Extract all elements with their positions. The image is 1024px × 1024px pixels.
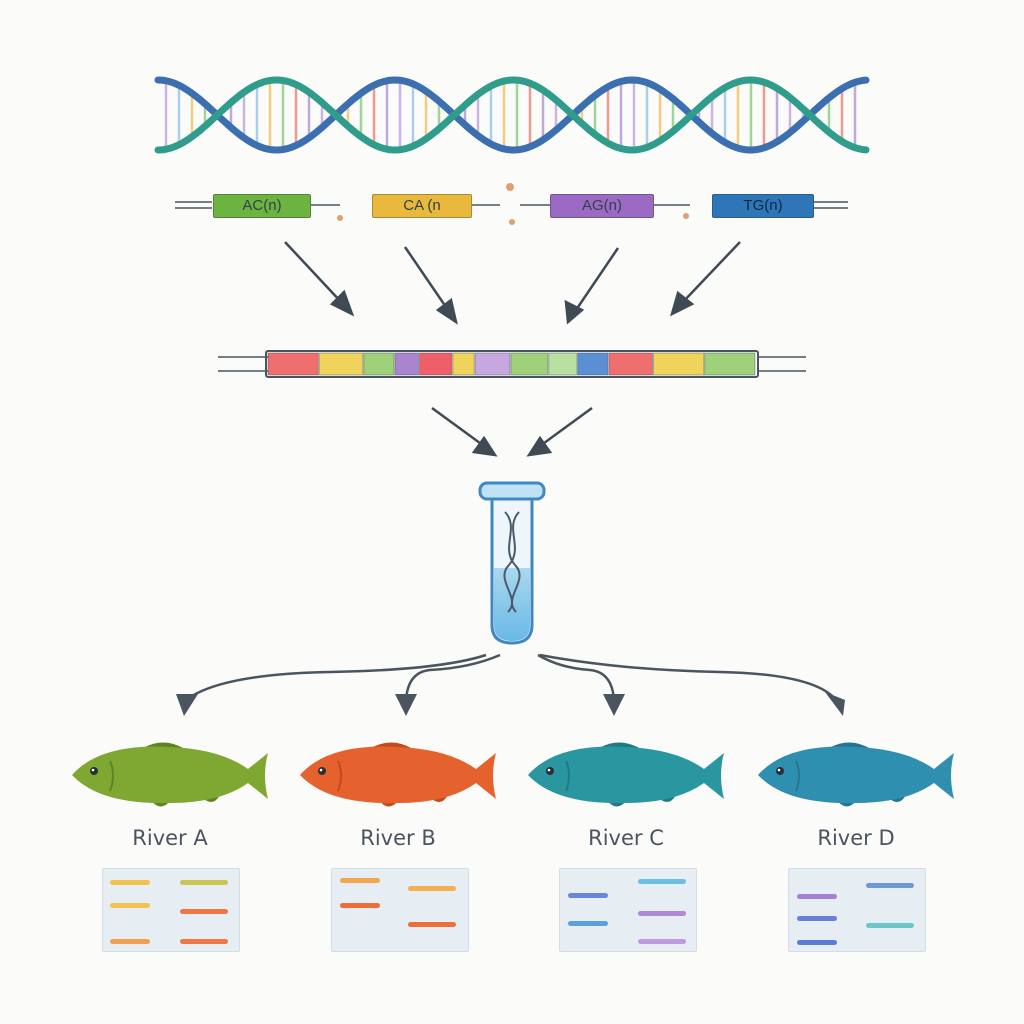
river-label: River B (360, 826, 436, 850)
locus-segment (608, 352, 654, 376)
locus-segment (394, 352, 419, 376)
fish-river-d (758, 742, 954, 807)
merge-arrows (284, 241, 741, 325)
locus-segment (474, 352, 511, 376)
gel-band (797, 916, 837, 921)
gel-band (180, 909, 228, 914)
marker-row-lines (175, 201, 848, 209)
fish-river-b (300, 742, 496, 807)
gel-band (180, 880, 228, 885)
locus-segment (452, 352, 475, 376)
gel-band (408, 886, 456, 891)
gel-band (568, 921, 608, 926)
locus-segment (653, 352, 705, 376)
distribution-arrows (185, 653, 837, 701)
gel-band (638, 939, 686, 944)
gel-band (340, 903, 380, 908)
gel-panel (788, 868, 926, 952)
gel-band (638, 879, 686, 884)
gel-band (180, 939, 228, 944)
gel-band (797, 940, 837, 945)
tube-arrows (431, 406, 593, 457)
locus-segment (267, 352, 319, 376)
fish-river-a (72, 742, 268, 807)
locus-segment (363, 352, 395, 376)
distribution-arrowheads (176, 692, 845, 716)
test-tube (478, 481, 546, 645)
gel-band (638, 911, 686, 916)
gel-band (340, 878, 380, 883)
gel-band (568, 893, 608, 898)
combined-locus (218, 350, 806, 378)
gel-band (866, 883, 914, 888)
locus-segment (704, 352, 756, 376)
gel-band (408, 922, 456, 927)
locus-segment (548, 352, 578, 376)
fish-river-c (528, 742, 724, 807)
gel-band (110, 880, 150, 885)
gel-band (866, 923, 914, 928)
locus-segment (577, 352, 609, 376)
marker-acn: AC(n) (213, 194, 311, 218)
marker-tgn: TG(n) (712, 194, 814, 218)
marker-decorations (337, 183, 689, 225)
gel-band (110, 903, 150, 908)
marker-agn: AG(n) (550, 194, 654, 218)
river-label: River D (817, 826, 895, 850)
locus-segment (318, 352, 364, 376)
locus-segment (419, 352, 453, 376)
dna-double-helix (154, 76, 870, 154)
locus-segment (510, 352, 549, 376)
gel-band (110, 939, 150, 944)
river-label: River A (132, 826, 208, 850)
gel-band (797, 894, 837, 899)
marker-can: CA (n (372, 194, 472, 218)
river-label: River C (588, 826, 664, 850)
